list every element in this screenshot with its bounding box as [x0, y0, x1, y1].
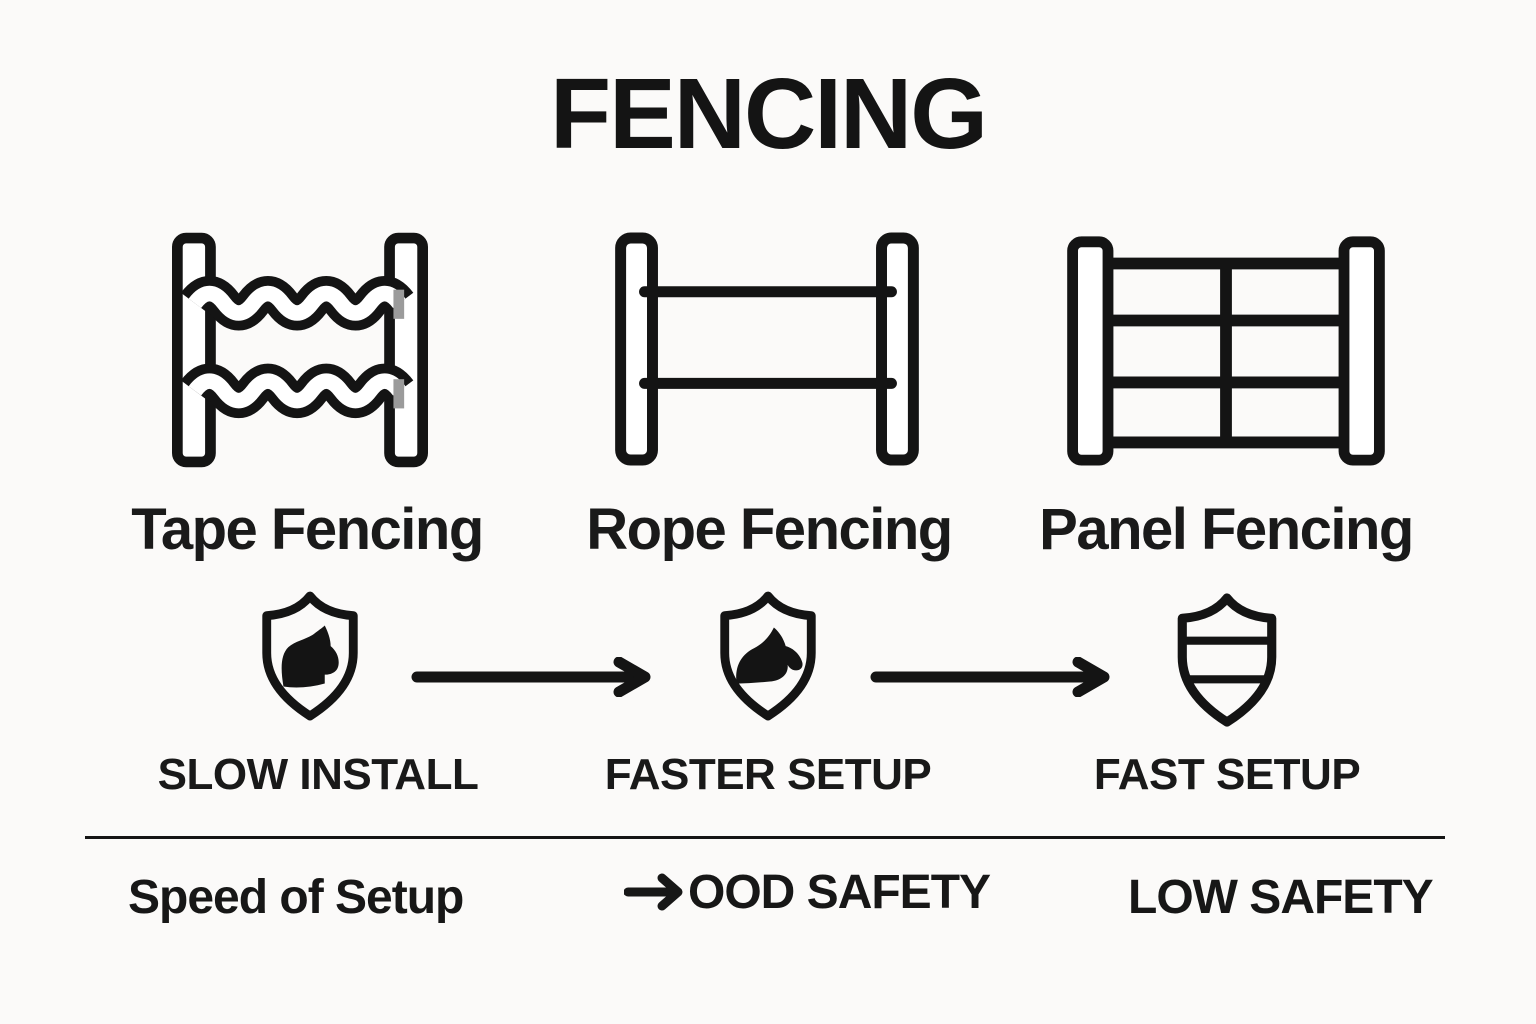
speed-of-setup-label: Speed of Setup: [128, 871, 464, 924]
right-arrow-icon: [407, 657, 667, 697]
right-arrow-icon: [624, 868, 688, 916]
rope-fence-icon: [601, 232, 933, 466]
divider-line: [85, 836, 1445, 839]
shield-horse-head-icon: [709, 584, 827, 726]
panel-fence-icon: [1054, 232, 1398, 468]
panel-fencing-label: Panel Fencing: [1039, 497, 1414, 562]
low-safety-label: LOW SAFETY: [1128, 871, 1434, 924]
rope-fencing-label: Rope Fencing: [586, 497, 953, 562]
ood-safety-label: OOD SAFETY: [688, 865, 991, 919]
good-safety-label-group: OOD SAFETY: [624, 862, 991, 922]
faster-setup-caption: FASTER SETUP: [604, 750, 932, 799]
fast-setup-caption: FAST SETUP: [1093, 750, 1361, 799]
slow-install-caption: SLOW INSTALL: [157, 750, 479, 799]
tape-fencing-label: Tape Fencing: [131, 497, 484, 562]
shield-horse-icon: [251, 584, 369, 726]
right-arrow-icon: [866, 657, 1126, 697]
tape-fence-icon: [154, 232, 446, 468]
page-title: FENCING: [550, 58, 988, 170]
shield-stripes-icon: [1166, 584, 1288, 734]
